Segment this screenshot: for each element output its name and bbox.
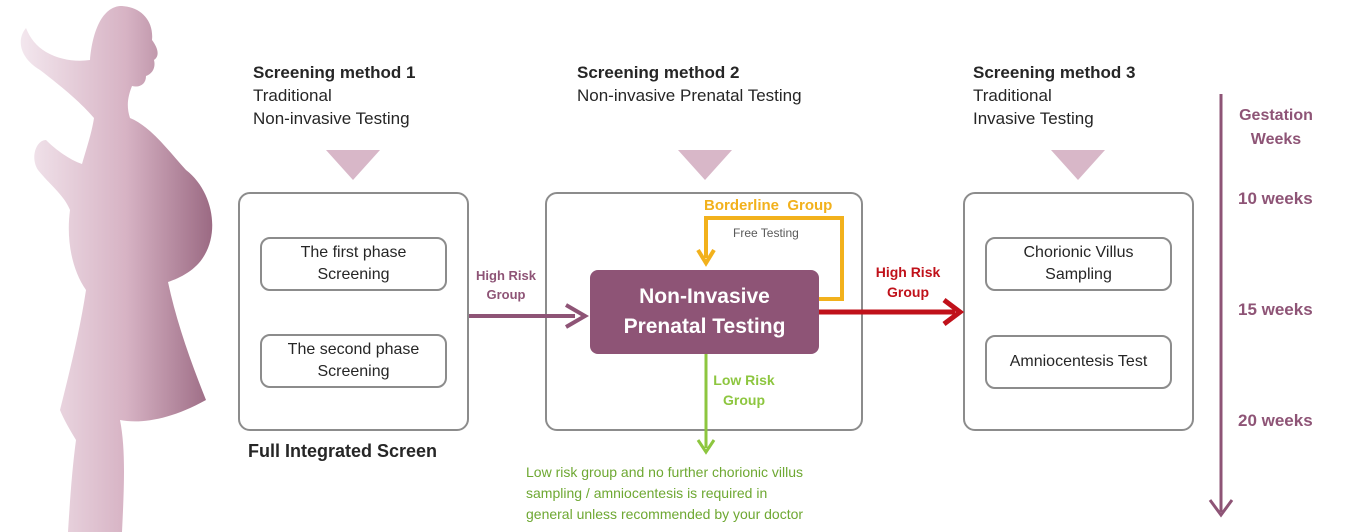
method-3-header: Screening method 3 Traditional Invasive …: [973, 61, 1135, 130]
nipt-box: Non-Invasive Prenatal Testing: [590, 270, 819, 354]
amniocentesis-test: Amniocentesis Test: [985, 335, 1172, 389]
borderline-loop-head: [696, 248, 716, 267]
low-risk-note-line2: sampling / amniocentesis is required in: [526, 485, 768, 501]
second-phase-line2: Screening: [317, 363, 390, 380]
high-risk-1-line1: High Risk: [476, 268, 536, 283]
low-risk-line2: Group: [723, 392, 765, 408]
method-2-header: Screening method 2 Non-invasive Prenatal…: [577, 61, 802, 107]
first-phase-line1: The first phase: [300, 244, 407, 261]
low-risk-note-line3: general unless recommended by your docto…: [526, 506, 804, 522]
first-phase-line2: Screening: [317, 266, 390, 283]
week-20-label: 20 weeks: [1238, 411, 1313, 430]
week-10-label: 10 weeks: [1238, 189, 1313, 208]
nipt-line1: Non-Invasive: [639, 285, 770, 308]
method-2-title: Screening method 2: [577, 63, 740, 82]
high-risk-label-2: High Risk Group: [866, 262, 950, 302]
gestation-title-line2: Weeks: [1250, 131, 1302, 148]
method-1-box: [238, 192, 469, 431]
gestation-weeks-title: Gestation Weeks: [1236, 104, 1316, 152]
method-3-pointer: [1051, 150, 1105, 180]
cvs-line2: Sampling: [1045, 266, 1112, 283]
gestation-title-line1: Gestation: [1239, 107, 1313, 124]
full-integrated-screen-caption: Full Integrated Screen: [248, 441, 438, 461]
high-risk-arrow-2-head: [942, 298, 965, 326]
timeline-arrow-head: [1208, 499, 1234, 518]
method-1-line2: Non-invasive Testing: [253, 109, 410, 128]
high-risk-2-line1: High Risk: [875, 264, 941, 280]
method-2-line1: Non-invasive Prenatal Testing: [577, 86, 802, 105]
method-1-title: Screening method 1: [253, 63, 416, 82]
method-2-pointer: [678, 150, 732, 180]
method-1-header: Screening method 1 Traditional Non-invas…: [253, 61, 415, 130]
low-risk-arrow-head: [696, 439, 716, 455]
low-risk-line1: Low Risk: [713, 372, 775, 388]
method-1-pointer: [326, 150, 380, 180]
high-risk-2-line2: Group: [887, 284, 929, 300]
borderline-group-label: Borderline Group: [704, 197, 833, 214]
low-risk-note-line1: Low risk group and no further chorionic …: [526, 464, 804, 480]
method-1-line1: Traditional: [253, 86, 332, 105]
high-risk-label-1: High Risk Group: [474, 266, 538, 304]
method-3-line1: Traditional: [973, 86, 1052, 105]
pregnant-woman-silhouette: [20, 6, 213, 532]
high-risk-1-line2: Group: [486, 287, 526, 302]
high-risk-arrow-1-head: [564, 303, 589, 329]
low-risk-label: Low Risk Group: [706, 370, 782, 410]
week-15-label: 15 weeks: [1238, 300, 1313, 319]
amniocentesis-label: Amniocentesis Test: [1009, 353, 1148, 370]
method-3-line2: Invasive Testing: [973, 109, 1094, 128]
second-phase-line1: The second phase: [287, 341, 420, 358]
nipt-line2: Prenatal Testing: [623, 315, 786, 338]
free-testing-label: Free Testing: [733, 226, 799, 240]
method-3-box: [963, 192, 1194, 431]
low-risk-note: Low risk group and no further chorionic …: [526, 462, 803, 525]
silhouette-shape: [20, 6, 213, 532]
cvs-line1: Chorionic Villus: [1023, 244, 1134, 261]
method-3-title: Screening method 3: [973, 63, 1136, 82]
borderline-loop: [704, 216, 844, 301]
